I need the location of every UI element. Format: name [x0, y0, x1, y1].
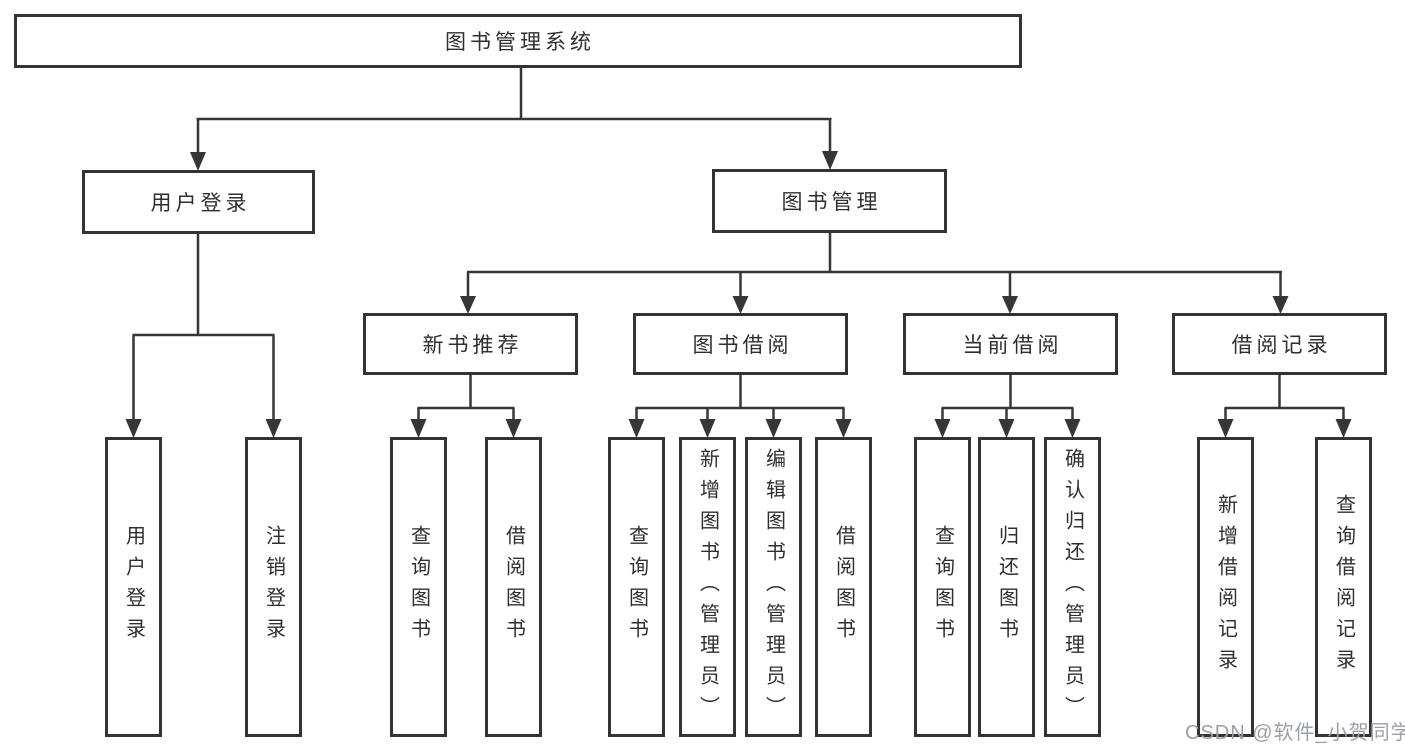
leaf-current-return-label: 归还图书 — [995, 525, 1018, 649]
node-new-book-recommend: 新书推荐 — [363, 313, 578, 375]
leaf-borrow-query-label: 查询图书 — [625, 525, 648, 649]
node-book-borrow: 图书借阅 — [633, 313, 848, 375]
node-book-management-label: 图书管理 — [781, 191, 882, 214]
connector-new-book-recommend — [410, 374, 522, 438]
node-book-borrow-label: 图书借阅 — [692, 334, 793, 357]
leaf-borrow-add-admin-label: 新增图书（管理员） — [696, 447, 719, 727]
leaf-borrow-add-admin: 新增图书（管理员） — [679, 437, 736, 737]
connector-book-borrow — [628, 374, 852, 438]
leaf-borrow-borrow-label: 借阅图书 — [832, 525, 855, 649]
leaf-current-query: 查询图书 — [914, 437, 971, 737]
leaf-borrow-borrow: 借阅图书 — [815, 437, 872, 737]
leaf-borrow-edit-admin: 编辑图书（管理员） — [745, 437, 802, 737]
leaf-borrow-query: 查询图书 — [608, 437, 665, 737]
node-new-book-recommend-label: 新书推荐 — [422, 334, 523, 357]
connector-root — [190, 66, 838, 171]
node-borrow-records-label: 借阅记录 — [1231, 334, 1332, 357]
leaf-newbooks-query-label: 查询图书 — [407, 525, 430, 649]
node-root-label: 图书管理系统 — [445, 31, 595, 54]
leaf-user-login: 用户登录 — [105, 437, 162, 737]
leaf-current-confirm-admin: 确认归还（管理员） — [1044, 437, 1101, 737]
node-user-login-label: 用户登录 — [150, 192, 251, 215]
node-current-borrow: 当前借阅 — [903, 313, 1118, 375]
leaf-current-return: 归还图书 — [978, 437, 1035, 737]
node-user-login: 用户登录 — [82, 170, 315, 234]
leaf-newbooks-query: 查询图书 — [390, 437, 447, 737]
connector-borrow-records — [1217, 374, 1352, 438]
leaf-logout: 注销登录 — [245, 437, 302, 737]
watermark: CSDN @软件_小贺同学 — [1185, 722, 1405, 744]
connector-current-borrow — [934, 374, 1081, 438]
node-book-management: 图书管理 — [712, 169, 947, 233]
node-borrow-records: 借阅记录 — [1172, 313, 1387, 375]
leaf-records-query-label: 查询借阅记录 — [1332, 494, 1355, 680]
leaf-newbooks-borrow: 借阅图书 — [485, 437, 542, 737]
leaf-current-confirm-admin-label: 确认归还（管理员） — [1061, 447, 1084, 727]
leaf-borrow-edit-admin-label: 编辑图书（管理员） — [762, 447, 785, 727]
connector-book-management — [460, 232, 1289, 314]
connector-user-login — [125, 234, 282, 438]
node-current-borrow-label: 当前借阅 — [962, 334, 1063, 357]
leaf-records-add-label: 新增借阅记录 — [1214, 494, 1237, 680]
leaf-records-add: 新增借阅记录 — [1197, 437, 1254, 737]
leaf-user-login-label: 用户登录 — [122, 525, 145, 649]
leaf-logout-label: 注销登录 — [262, 525, 285, 649]
leaf-newbooks-borrow-label: 借阅图书 — [502, 525, 525, 649]
leaf-records-query: 查询借阅记录 — [1315, 437, 1372, 737]
leaf-current-query-label: 查询图书 — [931, 525, 954, 649]
node-root: 图书管理系统 — [14, 14, 1022, 68]
